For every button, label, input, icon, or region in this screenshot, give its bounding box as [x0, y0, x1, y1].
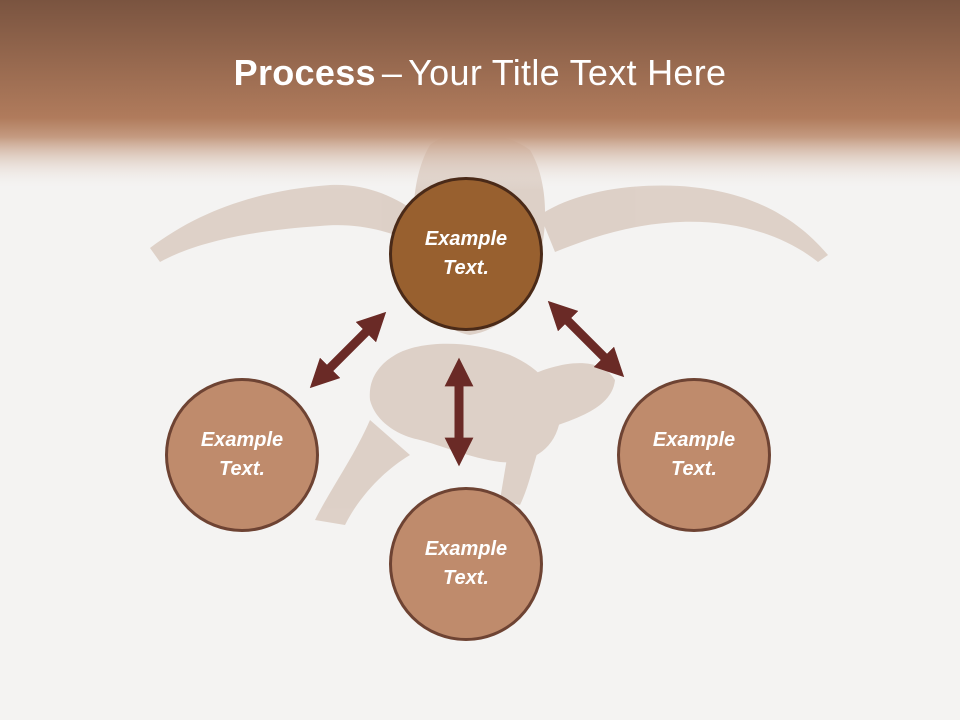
node-bottom: Example Text. [389, 487, 543, 641]
title-bold: Process [233, 52, 376, 93]
slide-title: Process–Your Title Text Here [0, 52, 960, 94]
node-top: Example Text. [389, 177, 543, 331]
title-dash: – [381, 52, 403, 93]
title-rest: Your Title Text Here [408, 52, 727, 93]
node-left-line2: Text. [219, 458, 265, 480]
node-right-line2: Text. [671, 458, 717, 480]
node-bottom-line1: Example [424, 538, 508, 560]
node-bottom-line2: Text. [443, 567, 489, 589]
node-left-line1: Example [200, 429, 284, 451]
node-right-line1: Example [652, 429, 736, 451]
node-top-line1: Example [424, 228, 508, 250]
node-top-line2: Text. [443, 257, 489, 279]
node-right: Example Text. [617, 378, 771, 532]
node-left: Example Text. [165, 378, 319, 532]
